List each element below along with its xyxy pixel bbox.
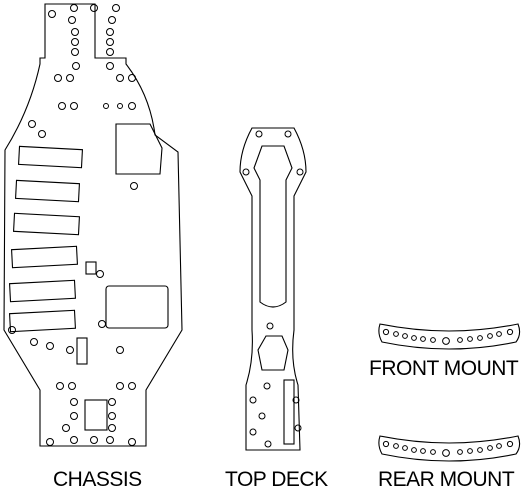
chassis-cutout-upper (115, 123, 163, 175)
rear-mount-bar (378, 435, 521, 462)
rear-mount-label: REAR MOUNT (378, 468, 515, 491)
front-mount-bar (378, 323, 521, 350)
top-deck-slot (283, 379, 295, 445)
top-deck-label: TOP DECK (225, 468, 328, 491)
chassis-cutout-lower (105, 285, 169, 329)
chassis-plate (3, 3, 183, 447)
front-mount-holes (382, 328, 514, 345)
chassis-label: CHASSIS (53, 468, 142, 491)
rear-mount-holes (382, 440, 514, 457)
top-deck-holes (242, 130, 304, 448)
top-deck-plate (239, 127, 307, 451)
front-mount-label: FRONT MOUNT (369, 357, 519, 380)
chassis-holes (8, 4, 138, 446)
chassis-slots (8, 145, 84, 333)
top-deck-cutout-lower (257, 335, 289, 371)
top-deck-cutout-upper (253, 145, 293, 308)
